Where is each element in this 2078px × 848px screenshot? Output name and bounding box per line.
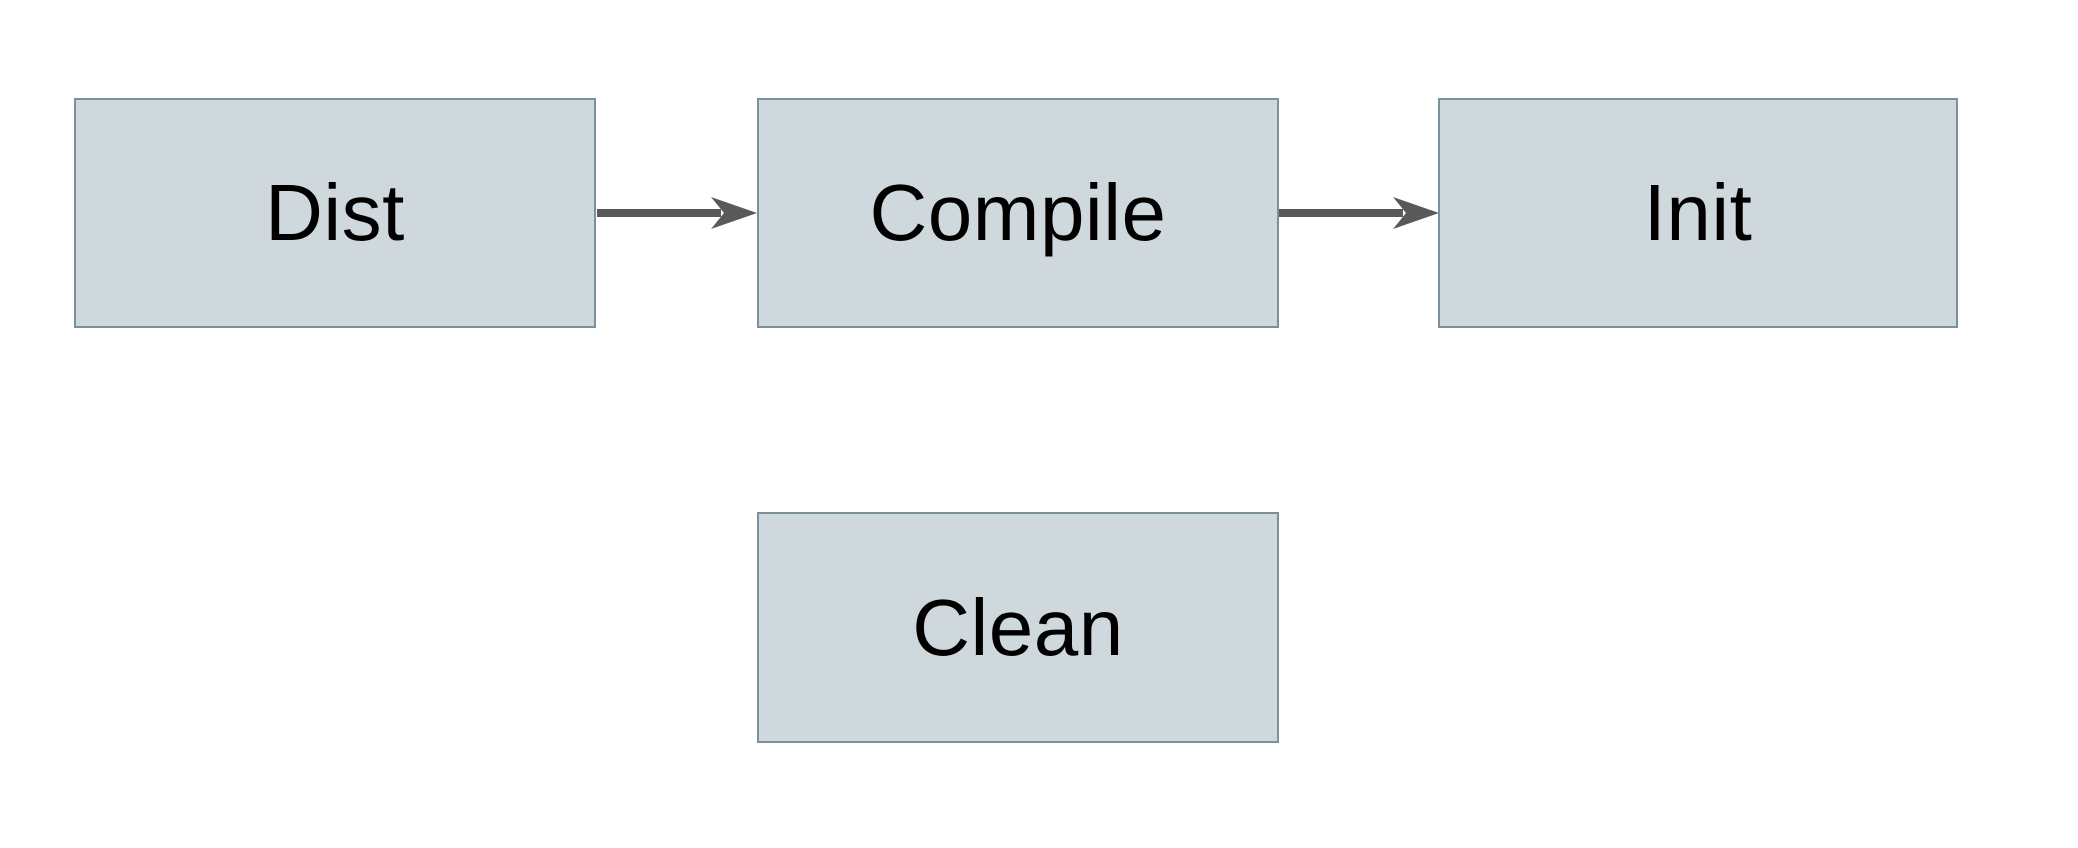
node-dist-label: Dist <box>265 168 405 257</box>
node-init: Init <box>1438 98 1958 328</box>
node-clean: Clean <box>757 512 1279 743</box>
node-dist: Dist <box>74 98 596 328</box>
arrow-compile-to-init-icon <box>1279 197 1439 229</box>
node-compile: Compile <box>757 98 1279 328</box>
node-clean-label: Clean <box>912 582 1124 672</box>
arrow-dist-to-compile-icon <box>597 197 757 229</box>
node-compile-label: Compile <box>869 168 1167 257</box>
node-init-label: Init <box>1643 168 1753 257</box>
